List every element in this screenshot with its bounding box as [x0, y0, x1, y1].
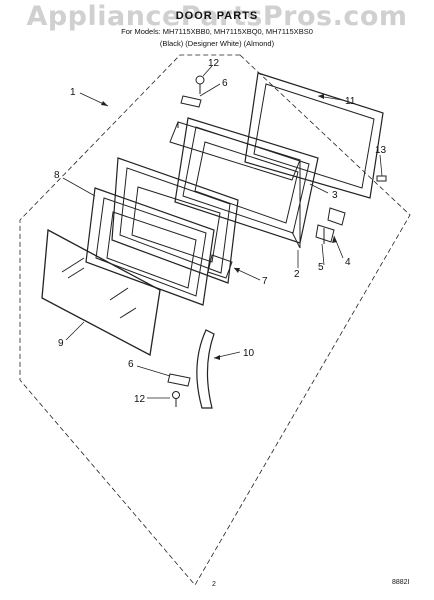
callout-9: 9 — [58, 338, 64, 349]
hinge-bottom — [167, 373, 191, 387]
callout-11: 11 — [345, 96, 356, 107]
callout-4: 4 — [345, 257, 351, 268]
leader-arrowheads — [101, 94, 337, 360]
callout-12-top: 12 — [208, 58, 220, 69]
callout-3: 3 — [332, 190, 338, 201]
callout-13: 13 — [375, 145, 387, 156]
callout-8: 8 — [54, 170, 60, 181]
model-numbers: For Models: MH7115XBB0, MH7115XBQ0, MH71… — [121, 27, 313, 36]
door-handle — [196, 329, 215, 409]
color-variants: (Black) (Designer White) (Almond) — [159, 39, 275, 48]
assembly-boundary — [19, 54, 411, 586]
callout-12-bottom: 12 — [134, 394, 146, 405]
document-code: 8882I — [392, 579, 410, 586]
callout-6-top: 6 — [222, 78, 228, 89]
callout-10: 10 — [243, 348, 255, 359]
callout-1: 1 — [70, 87, 76, 98]
callout-2: 2 — [294, 269, 300, 280]
page-title: DOOR PARTS — [175, 10, 259, 22]
screw-side — [376, 175, 387, 182]
callout-7: 7 — [262, 276, 268, 287]
door-frame — [111, 157, 239, 284]
door-glass — [41, 228, 161, 357]
watermark: AppliancePartsPros.com — [26, 1, 408, 32]
screw-bottom — [172, 391, 180, 399]
door-trim — [85, 187, 215, 306]
screw-top — [195, 75, 205, 85]
page-number: 2 — [212, 581, 216, 588]
hinge-top — [180, 95, 202, 108]
latch-brackets — [315, 207, 346, 244]
callout-5: 5 — [318, 262, 324, 273]
callout-6-bottom: 6 — [128, 359, 134, 370]
door-panel — [169, 121, 301, 249]
